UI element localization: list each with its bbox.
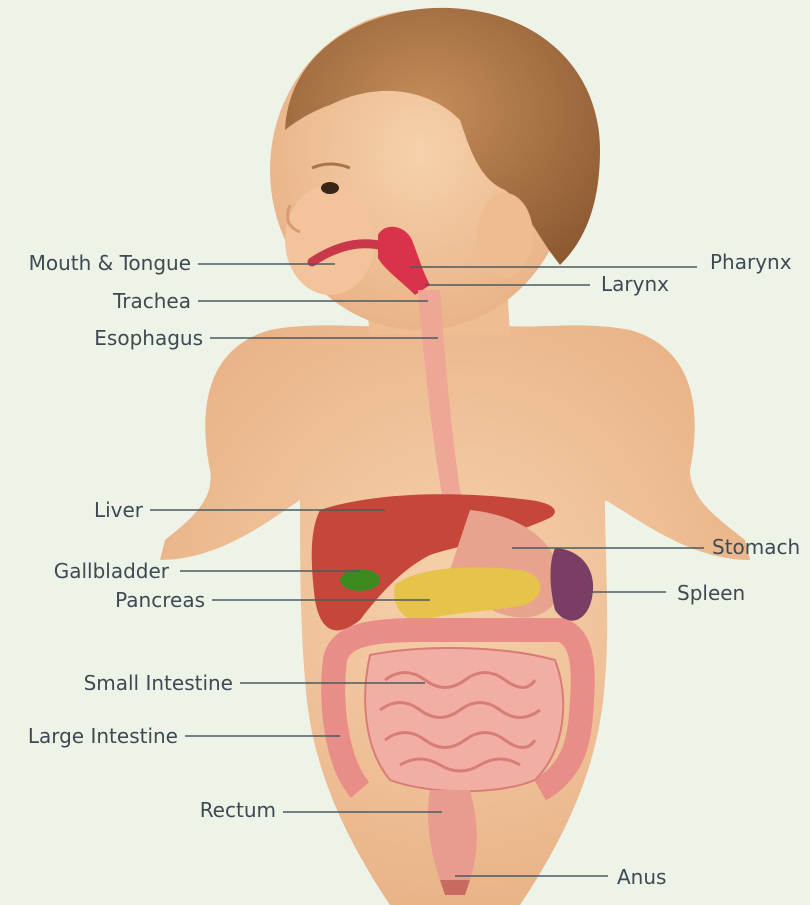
label-liver: Liver [94, 498, 143, 522]
label-trachea: Trachea [113, 289, 191, 313]
label-larynx: Larynx [601, 272, 669, 296]
label-gallbladder: Gallbladder [54, 559, 169, 583]
ear [477, 193, 533, 277]
anus [440, 880, 470, 895]
label-rectum: Rectum [200, 798, 276, 822]
label-spleen: Spleen [677, 581, 745, 605]
gallbladder [340, 569, 380, 591]
label-pancreas: Pancreas [115, 588, 205, 612]
label-pharynx: Pharynx [710, 250, 792, 274]
label-stomach: Stomach [712, 535, 800, 559]
label-small-intestine: Small Intestine [84, 671, 233, 695]
label-anus: Anus [617, 865, 666, 889]
label-mouth-tongue: Mouth & Tongue [29, 251, 191, 275]
eye [321, 182, 339, 194]
label-large-intestine: Large Intestine [28, 724, 178, 748]
label-esophagus: Esophagus [94, 326, 203, 350]
